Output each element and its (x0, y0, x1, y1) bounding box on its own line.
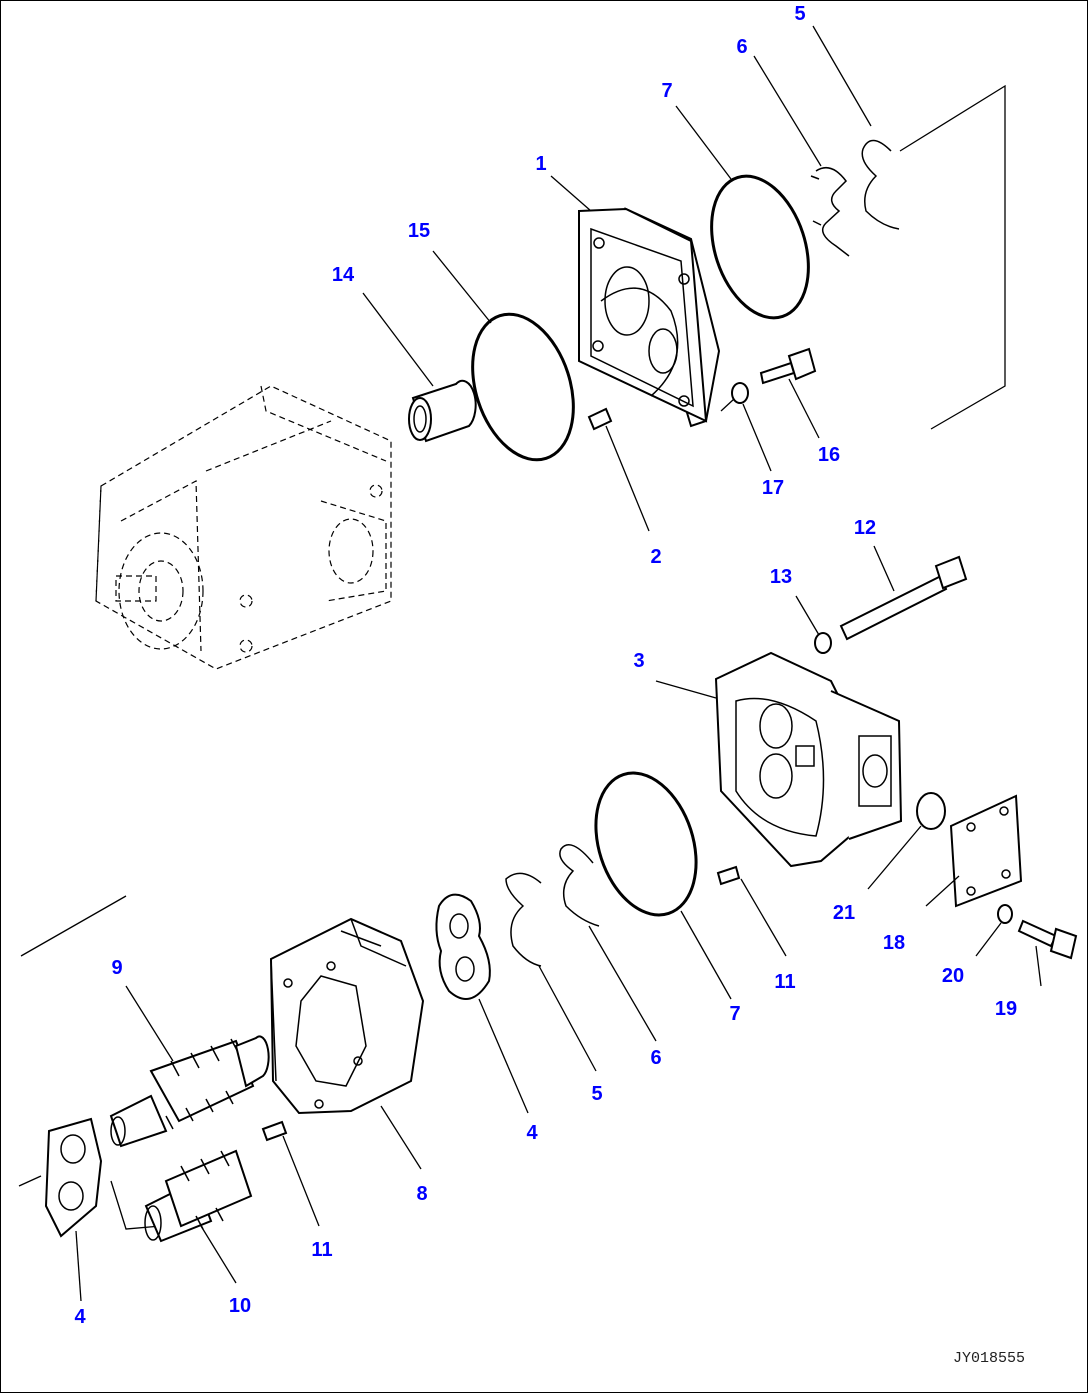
callout-18: 18 (882, 932, 906, 954)
callout-2: 2 (650, 546, 662, 568)
part-4-side-plate-lower (44, 1117, 103, 1238)
part-20-washer (997, 904, 1013, 924)
part-9-gear-shaft (109, 1035, 270, 1148)
part-4-side-plate-center (435, 893, 491, 1000)
part-15-seal-ring (471, 312, 575, 462)
callout-15: 15 (407, 220, 431, 242)
part-11-pin-lower (261, 1120, 288, 1142)
part-1-cover (578, 207, 721, 428)
callout-17: 17 (761, 477, 785, 499)
part-13-washer (814, 632, 832, 654)
part-17-washer (731, 382, 749, 404)
callout-8: 8 (416, 1183, 428, 1205)
part-5-clip-lower (505, 872, 542, 967)
callout-7-upper: 7 (661, 80, 673, 102)
part-11-pin-right (716, 865, 741, 886)
part-21-disc (916, 792, 946, 830)
callout-19: 19 (994, 998, 1018, 1020)
callout-21: 21 (832, 902, 856, 924)
callout-1: 1 (535, 153, 547, 175)
leader-lines (75, 25, 1042, 1302)
part-8-gear-case (269, 917, 425, 1115)
part-7-ring-upper (710, 174, 810, 320)
part-19-bolt (1017, 919, 1078, 960)
part-2-dowel-pin (587, 407, 613, 431)
callout-5-lower: 5 (591, 1083, 603, 1105)
callout-20: 20 (941, 965, 965, 987)
callout-14: 14 (331, 264, 355, 286)
callout-9: 9 (111, 957, 123, 979)
callout-7-lower: 7 (729, 1003, 741, 1025)
callout-11-lower: 11 (311, 1239, 333, 1261)
callout-6-upper: 6 (736, 36, 748, 58)
pump-body-outline (95, 385, 392, 670)
part-12-long-bolt (839, 555, 968, 641)
part-6-backup-ring-lower (559, 844, 600, 927)
callout-4-center: 4 (526, 1122, 538, 1144)
callout-11-right: 11 (774, 971, 796, 993)
assembly-guide-lines (18, 84, 1006, 1230)
callout-12: 12 (853, 517, 877, 539)
part-10-gear-shaft (144, 1149, 253, 1243)
callout-5-upper: 5 (794, 3, 806, 25)
part-18-plate (949, 794, 1023, 908)
part-5-clip-upper (861, 139, 900, 230)
callout-16: 16 (817, 444, 841, 466)
callout-4-lower: 4 (74, 1306, 86, 1328)
part-6-backup-ring-upper (815, 166, 850, 257)
part-14-bushing (408, 379, 477, 443)
callout-3: 3 (633, 650, 645, 672)
callout-6-lower: 6 (650, 1047, 662, 1069)
drawing-code: JY018555 (953, 1350, 1026, 1367)
part-7-ring-lower (594, 771, 698, 917)
part-16-bolt (759, 347, 817, 385)
part-3-housing (714, 651, 903, 868)
callout-13: 13 (769, 566, 793, 588)
callout-10: 10 (228, 1295, 252, 1317)
